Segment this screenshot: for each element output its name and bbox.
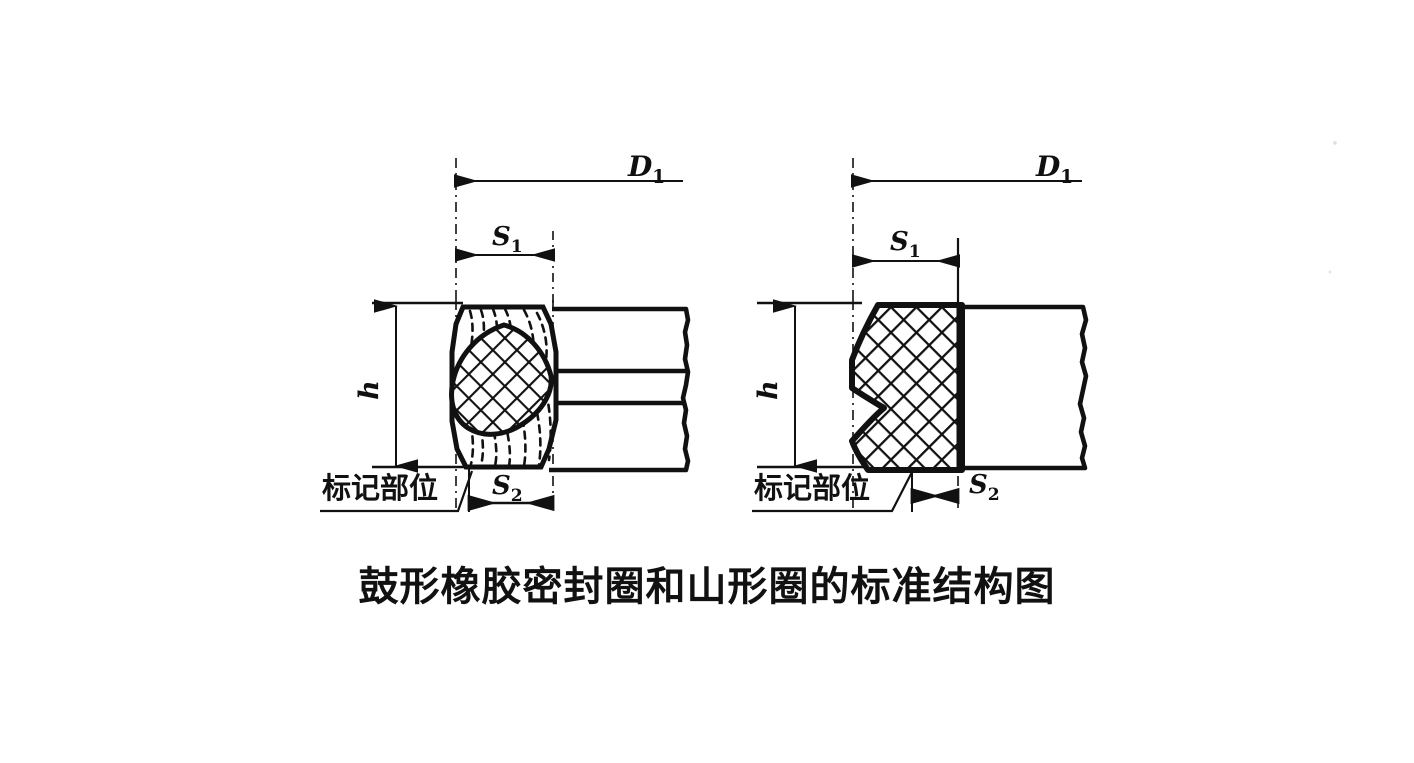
right-construction-lines bbox=[852, 300, 959, 512]
left-S2-label: S2 bbox=[492, 471, 523, 506]
right-mating-part-band bbox=[958, 304, 1089, 471]
right-D1-label: D1 bbox=[1035, 150, 1073, 188]
right-h-label: h bbox=[753, 380, 784, 400]
right-seal-body bbox=[849, 302, 965, 473]
left-S2-dimension: S2 bbox=[467, 467, 555, 512]
right-diagram-group: D1 S1 h bbox=[752, 150, 1089, 513]
scan-artifacts bbox=[1328, 141, 1337, 274]
left-marking-label: 标记部位 bbox=[322, 471, 438, 505]
right-S2-label: S2 bbox=[969, 470, 1000, 505]
left-D1-dimension: D1 bbox=[454, 150, 683, 300]
right-S1-dimension: S1 bbox=[852, 227, 960, 307]
left-h-dimension: h bbox=[354, 299, 418, 473]
right-marking-annotation: 标记部位 bbox=[752, 471, 913, 513]
left-D1-label: D1 bbox=[627, 150, 665, 188]
left-construction-lines bbox=[455, 300, 554, 512]
left-h-label: h bbox=[354, 380, 385, 400]
left-seal-body bbox=[449, 304, 559, 470]
left-marking-annotation: 标记部位 bbox=[320, 470, 474, 513]
right-housing-outline bbox=[757, 301, 868, 469]
left-S1-dimension: S1 bbox=[455, 222, 555, 307]
left-seal-crosshatch-core bbox=[449, 322, 554, 437]
left-diagram-group: D1 S1 h bbox=[320, 150, 691, 513]
left-housing-outline bbox=[372, 301, 468, 469]
right-S2-dimension: S2 bbox=[910, 470, 1000, 512]
left-mating-part-bands bbox=[549, 306, 691, 473]
right-marking-label: 标记部位 bbox=[754, 471, 870, 505]
right-h-dimension: h bbox=[753, 299, 817, 473]
left-S1-label: S1 bbox=[492, 222, 523, 257]
right-S1-label: S1 bbox=[890, 227, 921, 262]
right-D1-dimension: D1 bbox=[851, 150, 1082, 300]
